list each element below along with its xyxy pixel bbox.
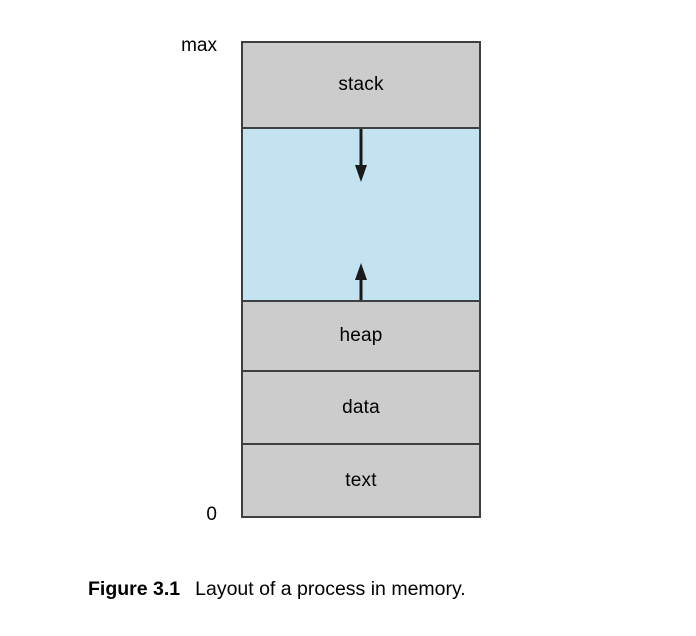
stack-growth-arrow xyxy=(355,129,367,182)
growth-arrows-group xyxy=(355,129,367,300)
memory-segment-text: text xyxy=(243,445,479,516)
memory-segment-free-space xyxy=(243,129,479,302)
figure-caption-text: Layout of a process in memory. xyxy=(195,578,466,600)
axis-label-zero: 0 xyxy=(206,504,217,525)
memory-segment-heap-label: heap xyxy=(339,325,383,346)
figure-caption: Figure 3.1 Layout of a process in memory. xyxy=(88,576,618,602)
memory-segment-stack: stack xyxy=(243,43,479,129)
heap-growth-arrow xyxy=(355,263,367,300)
memory-segment-data: data xyxy=(243,372,479,445)
memory-segment-data-label: data xyxy=(342,396,380,418)
memory-segment-stack-label: stack xyxy=(338,74,384,95)
memory-column: stack heap data xyxy=(241,41,481,518)
figure-caption-label: Figure 3.1 xyxy=(88,578,181,600)
axis-label-max: max xyxy=(181,35,217,56)
memory-segment-text-label: text xyxy=(345,469,377,491)
memory-segment-heap: heap xyxy=(243,302,479,372)
